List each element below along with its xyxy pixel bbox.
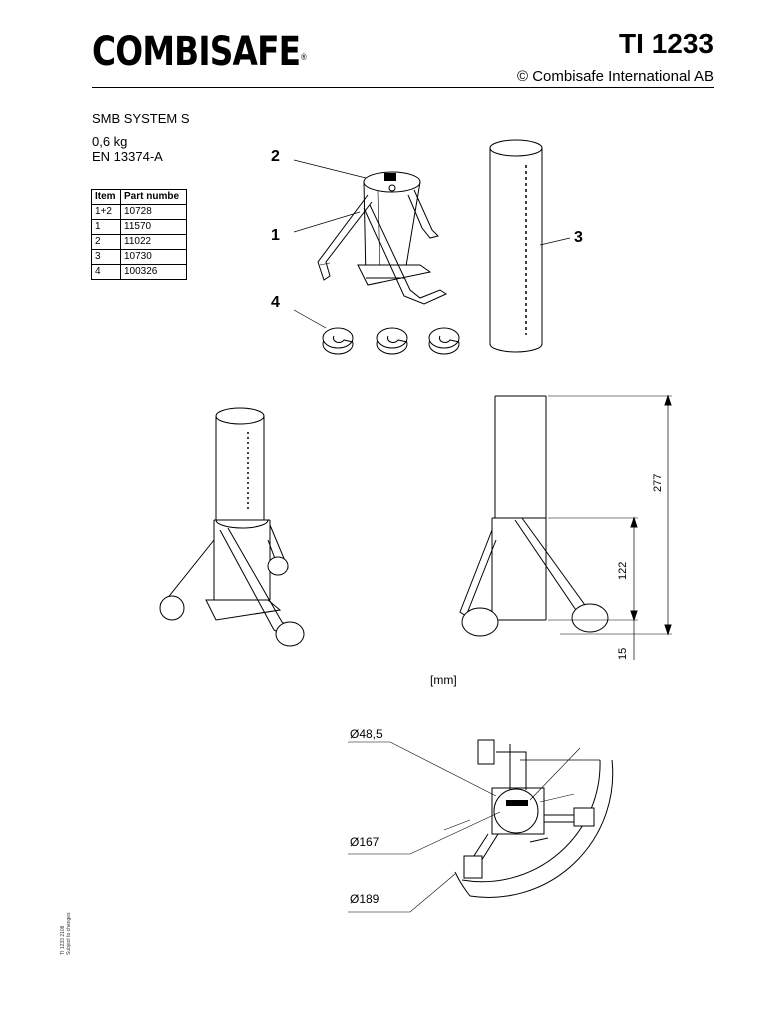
dimension-base-height: 122 bbox=[617, 561, 629, 580]
exploded-base-drawing bbox=[317, 171, 448, 305]
dimension-offset: 15 bbox=[617, 647, 629, 660]
side-elevation-drawing bbox=[459, 394, 672, 660]
subject-to-changes-line: Subject to changes bbox=[66, 912, 72, 955]
dimension-total-height: 277 bbox=[652, 473, 664, 492]
diameter-reach-label: Ø189 bbox=[350, 892, 380, 906]
document-revision-note: TI 1233 2108 Subject to changes bbox=[60, 912, 72, 955]
item-cell: 4 bbox=[91, 264, 121, 280]
header-divider bbox=[92, 87, 714, 88]
assembled-drawing bbox=[159, 407, 305, 647]
post-drawing bbox=[489, 139, 543, 353]
copyright-notice: © Combisafe International AB bbox=[517, 68, 714, 85]
callout-3: 3 bbox=[574, 229, 583, 246]
callout-3-leader bbox=[539, 237, 571, 246]
part-number-cell: 10730 bbox=[120, 249, 187, 265]
product-name: SMB SYSTEM S bbox=[92, 111, 190, 126]
product-standard: EN 13374-A bbox=[92, 149, 163, 164]
product-weight: 0,6 kg bbox=[92, 134, 128, 149]
counterweight-parts bbox=[322, 327, 460, 355]
callout-2: 2 bbox=[271, 148, 280, 165]
company-logo: COMBISAFE® bbox=[92, 29, 308, 75]
callout-1-leader bbox=[293, 211, 361, 233]
callout-1: 1 bbox=[271, 227, 280, 244]
plan-view-drawing bbox=[348, 739, 614, 913]
callout-2-leader bbox=[293, 159, 367, 179]
part-number-cell: 100326 bbox=[120, 264, 187, 280]
callout-4-leader bbox=[293, 309, 327, 329]
units-label: [mm] bbox=[430, 673, 457, 687]
callout-4: 4 bbox=[271, 294, 280, 311]
diameter-base-label: Ø167 bbox=[350, 835, 380, 849]
diameter-post-label: Ø48,5 bbox=[350, 727, 383, 741]
document-id: TI 1233 bbox=[619, 28, 714, 59]
